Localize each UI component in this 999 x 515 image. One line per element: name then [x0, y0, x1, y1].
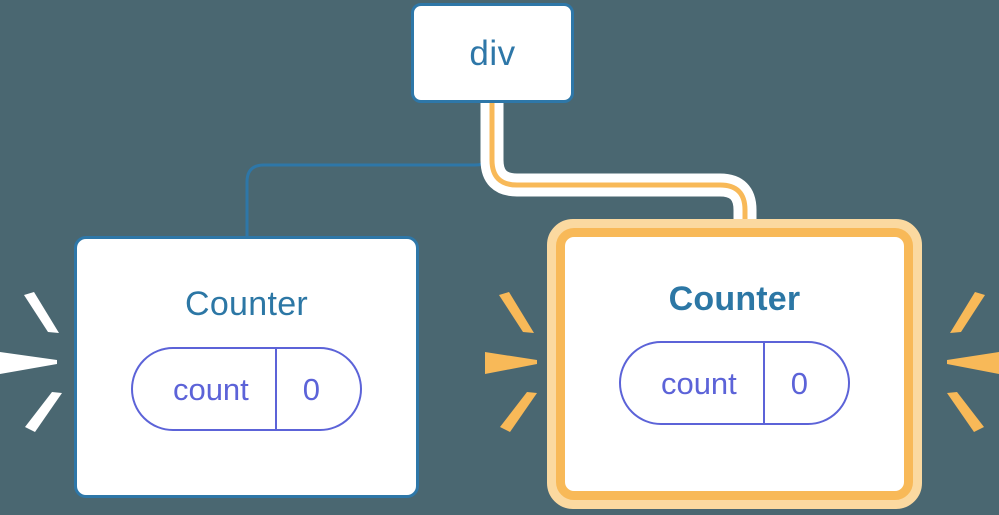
spark-burst-orange-left: [485, 292, 537, 432]
spark-orange-right-bottom: [947, 392, 984, 432]
state-pill-left[interactable]: count 0: [130, 347, 363, 431]
spark-white-middle: [0, 352, 57, 374]
state-pill-divider-right: [762, 343, 765, 423]
state-key-left: count: [172, 371, 249, 407]
state-pill-right[interactable]: count 0: [618, 341, 851, 425]
spark-orange-left-top: [499, 292, 534, 333]
spark-white-bottom: [25, 392, 62, 432]
node-counter-right-inner: Counter count 0: [556, 228, 913, 500]
state-value-left: 0: [302, 371, 321, 407]
node-counter-left-label: Counter: [184, 285, 309, 323]
spark-burst-white: [0, 292, 62, 432]
spark-burst-orange-right: [947, 292, 999, 432]
spark-orange-left-middle: [485, 352, 537, 374]
state-pill-divider-left: [274, 349, 277, 429]
edge-div-to-counter-left: [245, 103, 494, 237]
state-value-right: 0: [790, 365, 809, 401]
state-key-right: count: [660, 365, 737, 401]
node-counter-right-label: Counter: [668, 280, 801, 318]
node-counter-right[interactable]: Counter count 0: [547, 219, 922, 509]
node-div-label: div: [469, 33, 516, 73]
spark-white-top: [24, 292, 59, 333]
spark-orange-left-bottom: [500, 392, 537, 432]
spark-orange-right-middle: [947, 352, 999, 374]
node-counter-left[interactable]: Counter count 0: [74, 236, 419, 498]
node-div[interactable]: div: [411, 3, 574, 103]
spark-orange-right-top: [950, 292, 985, 333]
